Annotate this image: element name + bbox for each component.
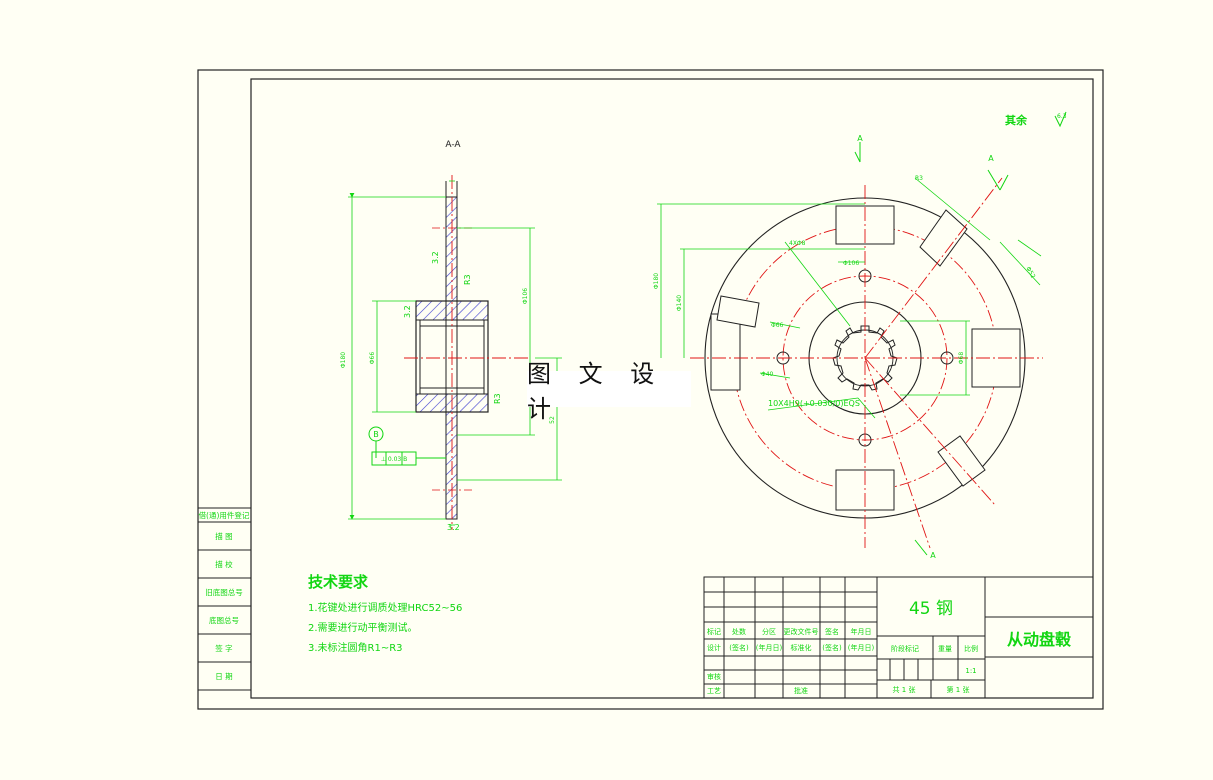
section-marker-top: A	[857, 134, 863, 143]
material: 45 钢	[909, 599, 953, 619]
svg-text:(年月日): (年月日)	[848, 643, 875, 652]
title-block-text: 45 钢 从动盘毂 标记 处数 分区 更改文件号 签名 年月日 设计 (签名) …	[707, 599, 1072, 695]
strip-label-6: 日 期	[215, 672, 232, 681]
tech-title: 技术要求	[308, 573, 369, 591]
left-strip-labels: 借(通)用件登记 描 图 描 校 旧底图总号 底图总号 签 字 日 期	[199, 510, 250, 681]
dim-bore: Φ40	[761, 371, 774, 378]
svg-text:工艺: 工艺	[707, 687, 721, 695]
datum-label: B	[373, 430, 379, 439]
svg-text:1:1: 1:1	[965, 667, 976, 675]
part-name: 从动盘毂	[1007, 630, 1072, 649]
dim-radius: R3	[915, 175, 923, 182]
section-label: A-A	[445, 140, 461, 150]
svg-text:阶段标记: 阶段标记	[891, 644, 919, 653]
svg-text:标准化: 标准化	[791, 643, 812, 652]
strip-label-2: 描 校	[215, 559, 233, 569]
dim-width-right: Φ68	[958, 352, 965, 365]
tech-requirements: 技术要求 1.花键处进行调质处理HRC52~56 2.需要进行动平衡测试。 3.…	[308, 573, 462, 654]
svg-text:(签名): (签名)	[822, 643, 842, 652]
svg-text:6.3: 6.3	[1057, 113, 1067, 120]
strip-label-5: 签 字	[215, 643, 232, 653]
dim-mid: Φ140	[676, 295, 683, 311]
tech-item-3: 3.未标注圆角R1~R3	[308, 641, 403, 654]
watermark: 图 文 设 计	[527, 360, 691, 423]
roughness-note: 其余 6.3	[1005, 111, 1067, 128]
svg-text:第 1 张: 第 1 张	[947, 685, 970, 694]
svg-text:Φ66: Φ66	[369, 352, 376, 365]
section-roughness: 3.2	[447, 523, 460, 532]
dim-slot: 4XΦ8	[789, 240, 806, 247]
section-view: A-A	[340, 140, 562, 532]
svg-text:设计: 设计	[707, 643, 721, 652]
svg-text:批准: 批准	[794, 686, 808, 695]
svg-text:比例: 比例	[964, 644, 978, 653]
strip-label-1: 描 图	[215, 531, 232, 541]
outer-border	[197, 69, 1104, 710]
front-view: A A A Φ180 Φ140 4XΦ8 Φ106	[653, 134, 1043, 560]
svg-text:3.2: 3.2	[431, 251, 440, 264]
svg-text:更改文件号: 更改文件号	[784, 627, 819, 636]
svg-text:Φ106: Φ106	[522, 288, 529, 304]
svg-text:标记: 标记	[707, 627, 721, 636]
inner-border	[250, 78, 1094, 699]
svg-text:共 1 张: 共 1 张	[893, 685, 916, 694]
section-marker-bottom: A	[930, 551, 936, 560]
svg-text:重量: 重量	[938, 645, 952, 653]
spline-spec: 10X4H9(+0.030/0)EQS	[768, 399, 860, 408]
tech-item-1: 1.花键处进行调质处理HRC52~56	[308, 601, 462, 614]
dim-hub-width: Φ52	[1024, 266, 1036, 280]
dim-pitch: Φ106	[843, 260, 859, 267]
svg-text:审核: 审核	[707, 672, 721, 681]
strip-label-0: 借(通)用件登记	[199, 510, 250, 520]
svg-text:处数: 处数	[732, 627, 746, 636]
svg-text:其余: 其余	[1005, 113, 1028, 127]
svg-text:签名: 签名	[825, 627, 839, 636]
dim-outer: Φ180	[653, 273, 660, 289]
strip-label-3: 旧底图总号	[205, 587, 243, 597]
svg-text:Φ180: Φ180	[340, 352, 347, 368]
svg-text:52: 52	[549, 416, 556, 424]
tech-item-2: 2.需要进行动平衡测试。	[308, 621, 418, 634]
svg-text:R3: R3	[493, 393, 502, 404]
svg-text:年月日: 年月日	[851, 627, 872, 636]
svg-text:(签名): (签名)	[729, 643, 749, 652]
tolerance-box: ⊥ 0.03 B	[381, 456, 408, 463]
svg-text:(年月日): (年月日)	[756, 643, 783, 652]
svg-text:3.2: 3.2	[403, 305, 412, 318]
svg-text:分区: 分区	[762, 627, 776, 636]
strip-label-4: 底图总号	[209, 615, 239, 625]
dim-hub: Φ66	[771, 322, 784, 329]
title-block	[703, 576, 1094, 699]
left-strip	[198, 507, 251, 691]
svg-text:R3: R3	[463, 274, 472, 285]
section-marker-right: A	[988, 154, 994, 163]
